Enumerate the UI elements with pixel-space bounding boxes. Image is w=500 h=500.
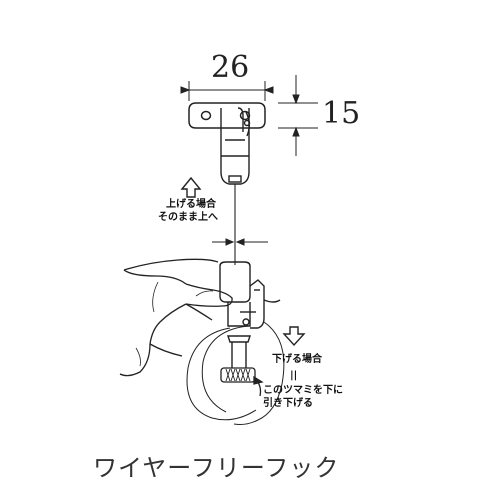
width-dimension-lines bbox=[180, 81, 274, 101]
pinch-note-line2: 引き下げる bbox=[263, 398, 313, 409]
knurled-knob bbox=[220, 367, 256, 383]
arrow-up-icon bbox=[180, 176, 202, 198]
hand-illustration bbox=[119, 258, 233, 377]
lower-note-title: 下げる場合 bbox=[272, 354, 322, 365]
pinch-note: このツマミを下に 引き下げる bbox=[263, 384, 343, 410]
arrow-down-icon bbox=[282, 326, 306, 347]
pinch-note-line1: このツマミを下に bbox=[263, 385, 343, 396]
wire-stopper bbox=[219, 261, 281, 368]
height-dimension-lines bbox=[278, 75, 318, 156]
width-dimension-label: 26 bbox=[211, 50, 250, 85]
caption-title: ワイヤーフリーフック bbox=[93, 454, 340, 482]
lift-note: 上げる場合 そのまま上へ bbox=[158, 198, 218, 224]
wire-diameter-arrows bbox=[212, 238, 268, 246]
mounting-bracket bbox=[188, 102, 266, 129]
lift-note-line2: そのまま上へ bbox=[158, 212, 218, 223]
curved-arrow-icon bbox=[253, 375, 264, 397]
wire-loop bbox=[186, 321, 285, 425]
height-dimension-label: 15 bbox=[322, 96, 361, 131]
lift-note-line1: 上げる場合 bbox=[166, 199, 216, 210]
lower-note-equals: || bbox=[290, 370, 298, 381]
